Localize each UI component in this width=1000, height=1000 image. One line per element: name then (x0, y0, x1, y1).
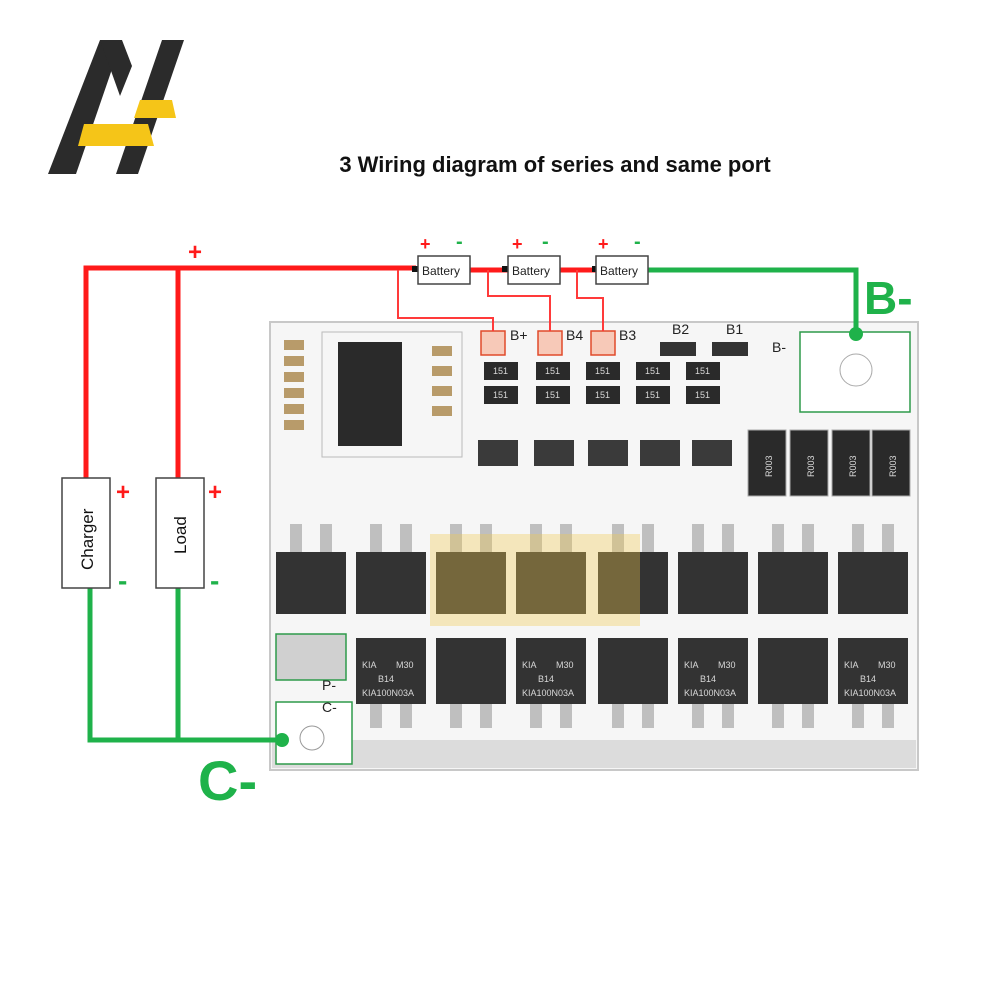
charger-block: Charger + - (61, 477, 130, 596)
svg-text:151: 151 (545, 366, 560, 376)
svg-text:+: + (598, 234, 609, 254)
svg-text:B14: B14 (538, 674, 554, 684)
svg-text:KIA100N03A: KIA100N03A (362, 688, 414, 698)
svg-text:151: 151 (695, 390, 710, 400)
edge-label-c-minus: C- (322, 699, 337, 715)
svg-text:-: - (456, 231, 463, 253)
svg-text:-: - (118, 565, 127, 596)
pad-label-b-plus: B+ (510, 327, 528, 343)
load-label: Load (171, 516, 190, 554)
svg-text:151: 151 (545, 390, 560, 400)
c-minus-terminal-label: C- (198, 749, 257, 812)
svg-text:KIA100N03A: KIA100N03A (684, 688, 736, 698)
c-minus-connection-dot (275, 733, 289, 747)
negative-wires (87, 267, 859, 743)
svg-text:151: 151 (645, 390, 660, 400)
svg-text:KIA: KIA (362, 660, 377, 670)
positive-wires (83, 265, 596, 480)
svg-text:151: 151 (595, 390, 610, 400)
balance-wires (397, 270, 604, 331)
svg-text:M30: M30 (878, 660, 896, 670)
svg-text:KIA: KIA (684, 660, 699, 670)
b-minus-terminal-label: B- (864, 272, 913, 324)
svg-text:-: - (542, 231, 549, 253)
svg-text:+: + (116, 479, 130, 506)
svg-text:M30: M30 (718, 660, 736, 670)
mosfet-markings: KIA M30 B14 KIA100N03A KIA M30 B14 KIA10… (362, 660, 896, 698)
load-block: Load + - (155, 477, 222, 596)
battery-links (412, 266, 598, 272)
svg-text:KIA: KIA (844, 660, 859, 670)
diagram-title: 3 Wiring diagram of series and same port (339, 152, 771, 177)
mosfet-row-bottom (356, 638, 908, 704)
svg-text:+: + (420, 234, 431, 254)
svg-text:R003: R003 (764, 455, 774, 477)
svg-text:R003: R003 (806, 455, 816, 477)
svg-text:+: + (512, 234, 523, 254)
pad-label-b-minus: B- (772, 339, 786, 355)
svg-text:M30: M30 (556, 660, 574, 670)
battery-1: Battery + - (417, 231, 471, 285)
pad-label-b2: B2 (672, 321, 689, 337)
svg-text:-: - (634, 231, 641, 253)
svg-text:B14: B14 (378, 674, 394, 684)
battery-3: Battery + - (595, 231, 649, 285)
svg-text:Battery: Battery (422, 264, 460, 278)
shunt-resistors: R003 R003 R003 R003 (747, 429, 911, 497)
balance-resistors: 151 151 151 151 151 151 151 151 151 151 (478, 362, 732, 466)
svg-text:B14: B14 (700, 674, 716, 684)
brand-logo (48, 40, 184, 174)
edge-label-p-minus: P- (322, 677, 336, 693)
svg-text:M30: M30 (396, 660, 414, 670)
pad-label-b1: B1 (726, 321, 743, 337)
mosfet-row-top (276, 552, 908, 614)
svg-text:B14: B14 (860, 674, 876, 684)
svg-text:Battery: Battery (600, 264, 638, 278)
svg-text:KIA100N03A: KIA100N03A (844, 688, 896, 698)
svg-text:151: 151 (695, 366, 710, 376)
bms-pcb-board: B+ B4 B3 B2 B1 B- 151 151 151 151 151 15… (269, 321, 919, 771)
svg-text:151: 151 (493, 390, 508, 400)
svg-text:-: - (210, 565, 219, 596)
svg-text:KIA100N03A: KIA100N03A (522, 688, 574, 698)
svg-text:151: 151 (645, 366, 660, 376)
svg-text:151: 151 (493, 366, 508, 376)
bus-plus-label: + (188, 239, 202, 266)
svg-text:Battery: Battery (512, 264, 550, 278)
pad-label-b4: B4 (566, 327, 583, 343)
svg-text:+: + (208, 479, 222, 506)
svg-text:R003: R003 (848, 455, 858, 477)
b-minus-connection-dot (849, 327, 863, 341)
battery-2: Battery + - (507, 231, 561, 285)
svg-text:KIA: KIA (522, 660, 537, 670)
pad-label-b3: B3 (619, 327, 636, 343)
charger-label: Charger (78, 508, 97, 570)
svg-text:151: 151 (595, 366, 610, 376)
svg-text:R003: R003 (888, 455, 898, 477)
